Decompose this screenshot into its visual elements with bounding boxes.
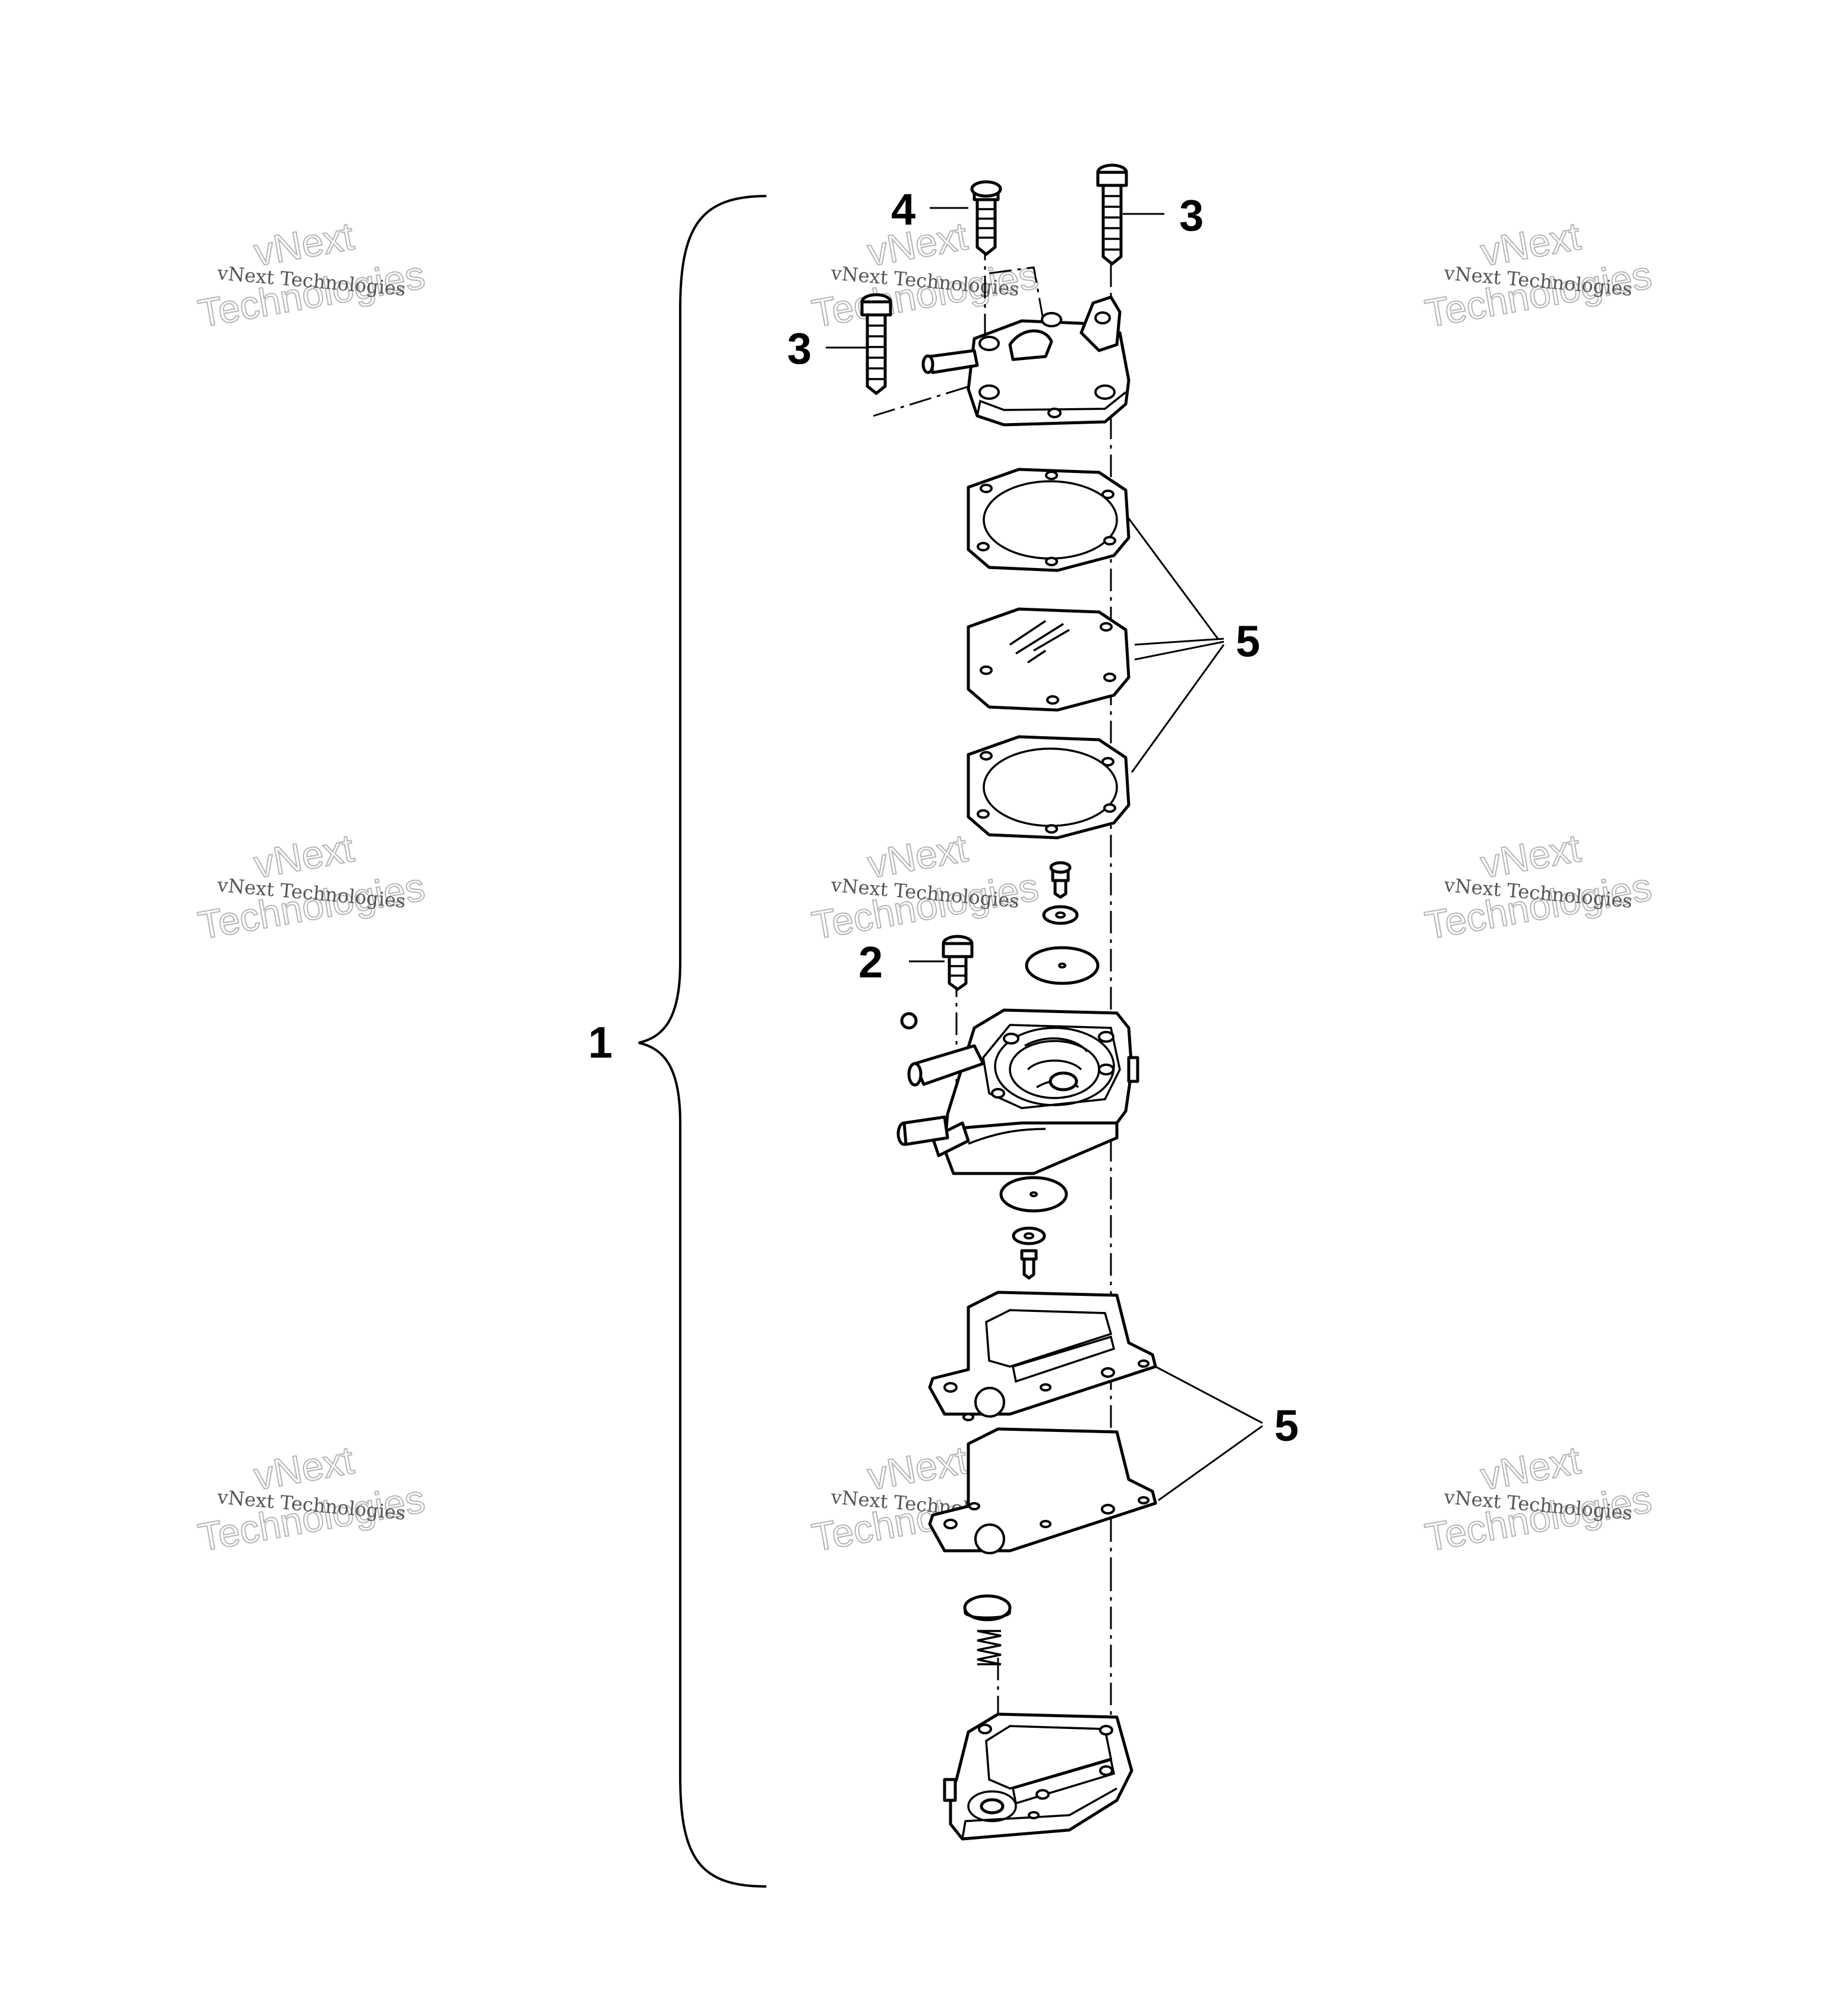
diaphragm-upper (967, 607, 1131, 712)
screw-4 (970, 180, 1002, 256)
callout-screw-4: 4 (891, 185, 915, 234)
callout-gasket-kit-upper: 5 (1236, 617, 1260, 666)
gasket-lower-1 (928, 1291, 1157, 1421)
gasket-lower-2 (928, 1427, 1157, 1554)
gasket-upper-2 (967, 735, 1131, 840)
callout-screw-3-right: 3 (1179, 191, 1204, 240)
check-valve-upper (1025, 861, 1100, 985)
watermark: vNext Technologies vNext Technologies (1421, 825, 1655, 948)
watermark: vNext Technologies vNext Technologies (808, 213, 1042, 336)
check-valve-lower (999, 1176, 1068, 1280)
watermark: vNext Technologies vNext Technologies (1421, 213, 1655, 336)
watermark: vNext Technologies vNext Technologies (808, 825, 1042, 948)
pump-body (896, 1008, 1139, 1175)
callout-screw-2: 2 (858, 938, 883, 987)
plug-and-spring (963, 1594, 1012, 1665)
watermark-group: vNext Technologies vNext Technologies vN… (194, 213, 1655, 1560)
watermark: vNext Technologies vNext Technologies (194, 213, 428, 336)
callout-gasket-kit-lower: 5 (1274, 1401, 1299, 1450)
watermark: vNext Technologies vNext Technologies (194, 1437, 428, 1560)
screw-2 (942, 935, 974, 991)
bottom-cover (943, 1712, 1133, 1841)
callout-screw-3-left: 3 (787, 324, 812, 373)
screw-3-left (860, 293, 892, 395)
gasket-upper-1 (967, 468, 1131, 572)
pump-cover (921, 295, 1131, 427)
watermark: vNext Technologies vNext Technologies (1421, 1437, 1655, 1560)
callout-assembly: 1 (588, 1018, 612, 1067)
watermark: vNext Technologies vNext Technologies (194, 825, 428, 948)
leader-lines (826, 207, 1263, 1501)
screw-3-right (1096, 163, 1128, 266)
assembly-brace (638, 195, 767, 1888)
